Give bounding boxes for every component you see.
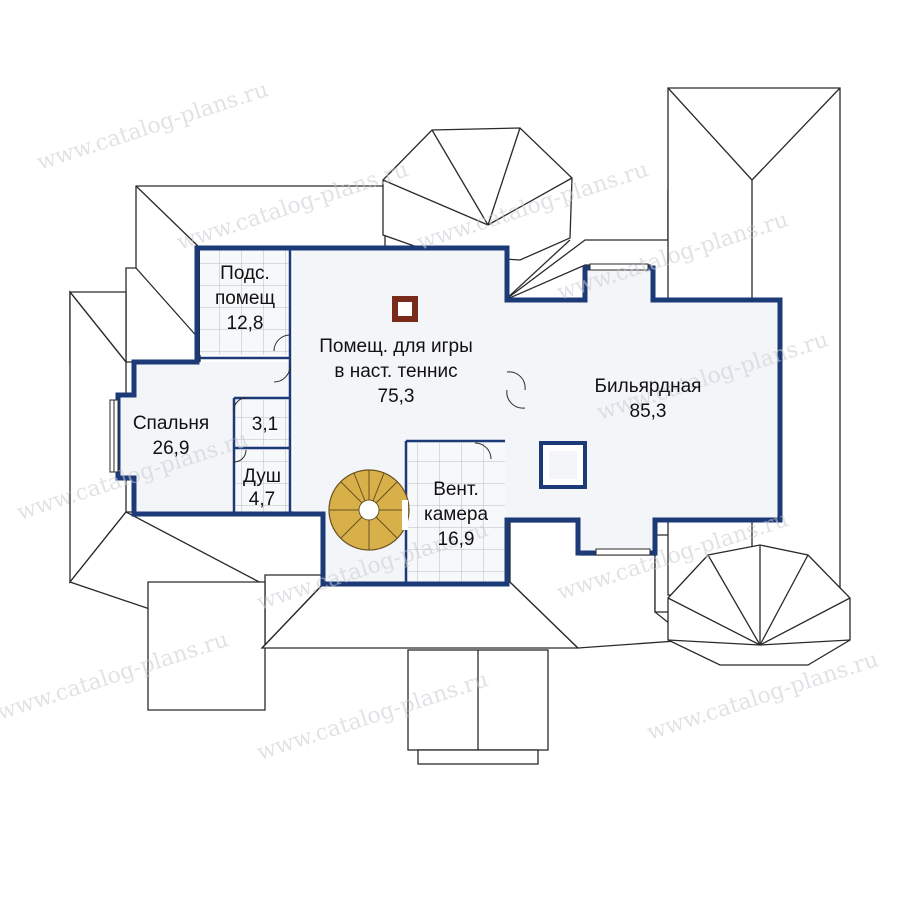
room-bedroom-area: 26,9 <box>153 438 190 459</box>
room-tennis-name-line2: в наст. теннис <box>334 361 457 382</box>
room-shower-area: 4,7 <box>249 489 275 510</box>
room-bedroom-name: Спальня <box>133 413 209 434</box>
room-wc-area: 3,1 <box>252 414 278 435</box>
spiral-stair-icon <box>328 469 410 551</box>
room-vent-name-line1: Вент. <box>433 479 479 500</box>
room-shower-name: Душ <box>243 466 281 487</box>
door-swing-icon <box>233 334 526 463</box>
room-billiard-name: Бильярдная <box>595 376 702 397</box>
room-vent-name-line2: камера <box>424 504 488 525</box>
chimney-icon <box>392 296 418 322</box>
room-billiard-area: 85,3 <box>630 401 667 422</box>
room-labels: Подс. помещ 12,8 Помещ. для игры в наст.… <box>133 263 702 550</box>
shaft-icon <box>539 441 587 489</box>
room-vent-area: 16,9 <box>438 529 475 550</box>
room-tennis-name-line1: Помещ. для игры <box>319 336 473 357</box>
room-storage-area: 12,8 <box>227 313 264 334</box>
room-storage-name-line2: помещ <box>215 288 275 309</box>
room-tennis-area: 75,3 <box>378 386 415 407</box>
window-icon <box>109 263 651 556</box>
room-storage-name-line1: Подс. <box>220 263 270 284</box>
svg-text:www.catalog-plans.ru: www.catalog-plans.ru <box>34 77 271 175</box>
